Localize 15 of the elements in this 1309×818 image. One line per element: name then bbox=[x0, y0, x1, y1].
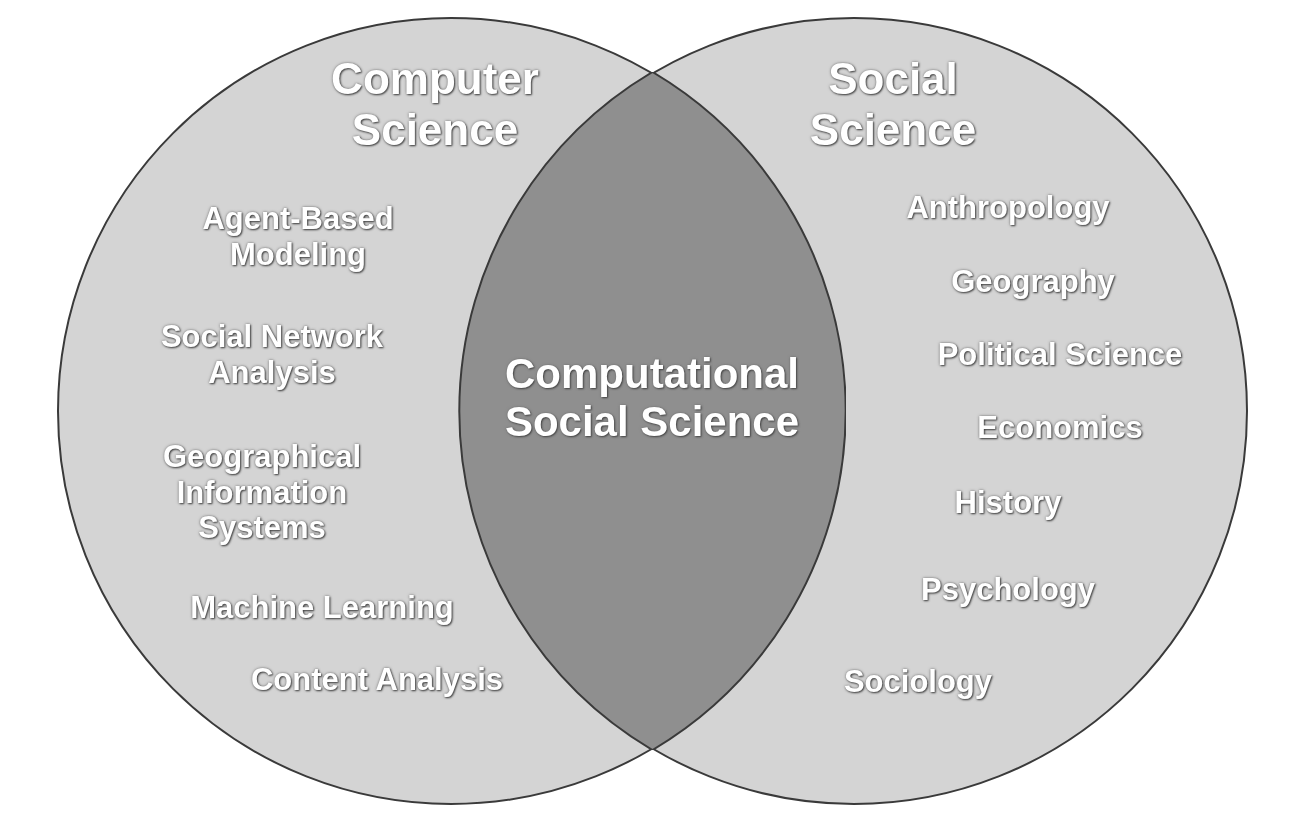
circle-heading: Computer Science bbox=[330, 54, 540, 156]
field-label: Agent-Based Modeling bbox=[201, 201, 395, 273]
field-label: Geography bbox=[950, 264, 1116, 300]
field-label: Geographical Information Systems bbox=[161, 438, 363, 546]
field-label: Anthropology bbox=[905, 190, 1111, 226]
field-label: Economics bbox=[976, 410, 1144, 446]
field-label: Political Science bbox=[936, 337, 1184, 373]
field-label: Content Analysis bbox=[249, 662, 505, 698]
field-label: Sociology bbox=[842, 664, 994, 700]
circle-heading: Social Science bbox=[808, 54, 978, 156]
field-label: Psychology bbox=[920, 572, 1096, 608]
field-label: Machine Learning bbox=[189, 590, 455, 626]
overlap-label: Computational Social Science bbox=[503, 349, 801, 447]
field-label: History bbox=[953, 485, 1063, 521]
field-label: Social Network Analysis bbox=[159, 319, 385, 391]
